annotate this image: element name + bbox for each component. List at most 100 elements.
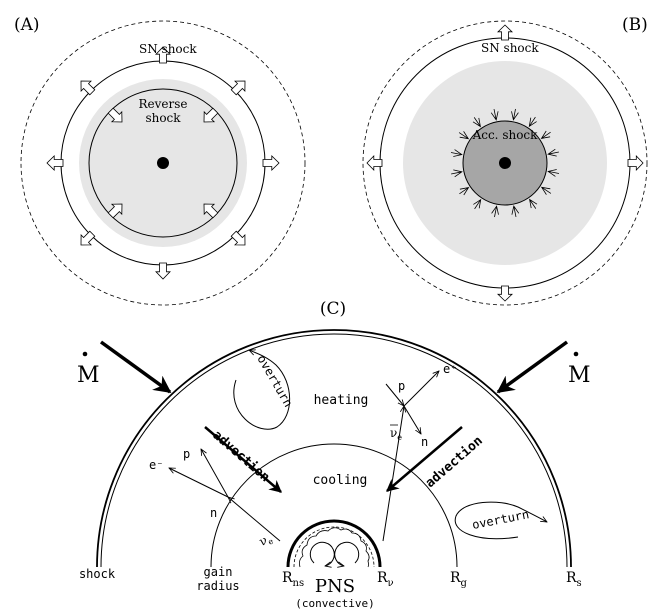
gain-label-2: radius	[196, 579, 239, 593]
mdot-left-arrow	[99, 340, 172, 394]
panel-b: (B) SN shock Acc. shock	[362, 15, 648, 306]
panel-b-accretion-arrows	[450, 108, 560, 218]
advection-right-arrow	[386, 426, 463, 492]
panel-b-acc-shock-label: Acc. shock	[472, 128, 539, 142]
r-g-label: Rg	[450, 570, 468, 589]
panel-b-central-object	[499, 157, 511, 169]
panel-b-tag: (B)	[622, 15, 648, 35]
heating-label: heating	[314, 393, 369, 408]
panel-a-reverse-label-1: Reverse	[138, 97, 187, 111]
convection-cell-right	[334, 541, 360, 566]
accretion-chevron	[540, 186, 552, 195]
outward-arrow	[497, 24, 513, 41]
e-plus-label: e⁺	[443, 362, 457, 376]
nu-e-left-path	[228, 497, 281, 542]
r-nu-label: Rν	[377, 570, 394, 589]
mdot-left-label: M	[77, 363, 100, 388]
advection-left-arrow	[204, 426, 282, 493]
n-left-label: n	[210, 506, 217, 520]
outward-arrow	[155, 262, 171, 280]
p-right-label: p	[398, 379, 405, 393]
neutrinosphere-dashed-arc	[293, 526, 375, 568]
accretion-chevron	[459, 187, 470, 196]
outward-arrow	[46, 155, 64, 171]
outward-arrow	[627, 155, 644, 171]
accretion-chevron	[458, 131, 470, 140]
accretion-chevron	[511, 108, 519, 121]
accretion-chevron	[451, 169, 463, 178]
mdot-right-arrow	[496, 340, 569, 394]
p-left-track	[201, 449, 229, 498]
advection-left-label: advection	[209, 428, 272, 486]
inward-arrow	[107, 107, 123, 123]
panel-a-sn-shock-label: SN shock	[139, 42, 197, 56]
e-plus-track	[403, 371, 439, 407]
nubar-e-right-path	[382, 406, 404, 542]
outward-arrow	[497, 285, 513, 302]
panel-a-inward-arrows	[107, 107, 219, 219]
p-left-label: p	[183, 447, 190, 461]
accretion-chevron	[450, 149, 463, 157]
e-minus-label: e⁻	[149, 458, 163, 472]
panel-a-reverse-label-2: shock	[145, 111, 181, 125]
overturn-top-loop	[233, 350, 291, 430]
nu-e-left-label: νe	[257, 530, 276, 550]
panel-c: (C) M M advection advection overturn ove…	[77, 299, 591, 610]
n-right-track	[403, 405, 421, 434]
accretion-chevron	[490, 109, 499, 121]
convective-label: (convective)	[295, 597, 374, 610]
accretion-chevron	[473, 198, 482, 210]
panel-b-sn-shock-label: SN shock	[481, 41, 539, 55]
pns-thick-arc	[286, 519, 382, 568]
accretion-chevron	[540, 130, 551, 139]
shock-arc-inner	[100, 333, 568, 568]
n-right-label: n	[421, 435, 428, 449]
overturn-right-loop	[454, 501, 547, 540]
outward-arrow	[155, 46, 171, 64]
panel-b-outward-arrows	[366, 24, 644, 302]
accretion-chevron	[511, 205, 520, 217]
nubar-e-right-label: νe	[390, 426, 402, 442]
gain-label-1: gain	[204, 565, 233, 579]
pns-label: PNS	[315, 576, 355, 597]
mdot-right-label: M	[568, 363, 591, 388]
mdot-left-dot	[82, 351, 88, 357]
panel-a-reverse-shock-circle	[88, 88, 238, 238]
panel-a-outward-arrows	[46, 46, 280, 280]
e-minus-track	[169, 468, 229, 498]
r-ns-label: Rns	[282, 570, 304, 589]
outward-arrow	[80, 230, 96, 246]
panel-a-central-object	[157, 157, 169, 169]
advection-right-label: advection	[423, 433, 486, 491]
accretion-chevron	[547, 169, 560, 177]
outward-arrow	[262, 155, 280, 171]
accretion-chevron	[528, 116, 537, 128]
p-right-track	[385, 383, 404, 406]
r-s-label: Rs	[566, 570, 582, 589]
cooling-label: cooling	[313, 473, 368, 488]
panel-a-tag: (A)	[14, 15, 40, 35]
mdot-right-dot	[573, 351, 579, 357]
outward-arrow	[80, 80, 96, 96]
accretion-chevron	[547, 148, 559, 157]
accretion-chevron	[491, 205, 499, 218]
panel-c-tag: (C)	[320, 299, 346, 319]
accretion-chevron	[529, 198, 538, 209]
shock-bottom-label: shock	[79, 567, 116, 581]
overturn-top-label: overturn	[254, 353, 295, 410]
pns-wavy-boundary	[299, 527, 370, 568]
outward-arrow	[230, 230, 246, 246]
outward-arrow	[366, 155, 383, 171]
overturn-right-label: overturn	[471, 507, 530, 532]
shock-arc-outer	[96, 329, 572, 568]
inward-arrow	[107, 203, 123, 219]
inward-arrow	[203, 203, 219, 219]
gain-radius-arc	[210, 443, 458, 568]
accretion-chevron	[472, 117, 481, 128]
outward-arrow	[230, 80, 246, 96]
inward-arrow	[203, 107, 219, 123]
convection-cell-left	[309, 541, 335, 566]
panel-b-outer-dashed-circle	[362, 20, 648, 306]
panel-a: (A) SN shock Reverse shock	[14, 15, 306, 306]
